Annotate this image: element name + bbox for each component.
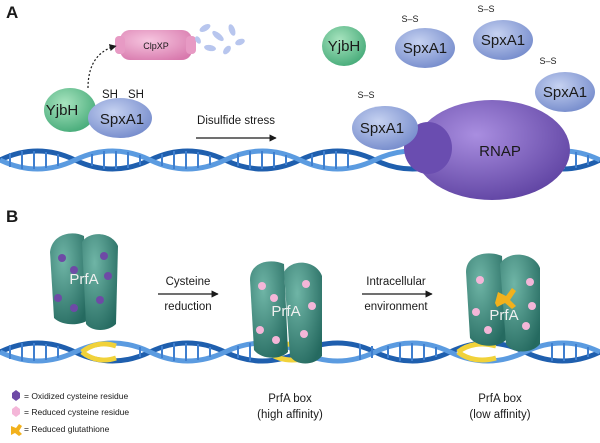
spxa1-free-label-2: SpxA1 [481, 32, 525, 49]
disulfide-label-3: S–S [539, 56, 556, 66]
yjbh-spxa1-complex: YjbH SpxA1 SH SH [44, 88, 152, 138]
oxidized-cysteines [54, 252, 112, 312]
free-yjbh: YjbH [322, 26, 366, 66]
degraded-peptide-fragments [195, 24, 245, 55]
spxa1-bound-label: SpxA1 [360, 120, 404, 137]
degradation-arrow [87, 44, 117, 89]
prfa-box-high-2: (high affinity) [257, 409, 323, 421]
legend-reduced: = Reduced cysteine residue [24, 407, 129, 417]
prfa-label-2: PrfA [271, 303, 300, 320]
disulfide-stress-label: Disulfide stress [197, 115, 275, 127]
glutathione-icon [11, 424, 22, 436]
prfa-dimer-oxidized: PrfA [50, 233, 118, 330]
spxa1-oxidized-1: S–S SpxA1 [395, 14, 455, 68]
spxa1-free-label-1: SpxA1 [403, 40, 447, 57]
spxa1-label: SpxA1 [100, 111, 144, 128]
prfa-dimer-reduced: PrfA [250, 261, 322, 364]
legend: = Oxidized cysteine residue = Reduced cy… [11, 390, 129, 436]
clpxp-protease: ClpXP [115, 30, 196, 60]
panel-a-label: A [6, 3, 18, 22]
rnap-label: RNAP [479, 143, 521, 160]
rnap-complex: RNAP [404, 100, 570, 200]
yjbh-label: YjbH [46, 102, 79, 119]
oxidized-cysteine-icon [12, 390, 20, 401]
clpxp-label: ClpXP [143, 41, 169, 51]
glutathione-molecule [495, 288, 516, 309]
disulfide-label-2: S–S [477, 4, 494, 14]
legend-glutathione: = Reduced glutathione [24, 424, 110, 434]
reduced-cysteines-2 [256, 280, 316, 344]
spxa1-oxidized-2: S–S SpxA1 [473, 4, 533, 60]
thiol-label-right: SH [128, 89, 144, 101]
prfa-box-low-2: (low affinity) [469, 409, 530, 421]
prfa-dimer-glutathione: PrfA [466, 253, 540, 352]
arrow1-label-1: Cysteine [166, 276, 211, 288]
spxa1-bound: S–S SpxA1 [352, 90, 418, 150]
disulfide-label-bound: S–S [357, 90, 374, 100]
arrow1-label-2: reduction [164, 301, 211, 313]
panel-b-label: B [6, 207, 18, 226]
spxa1-oxidized-3: S–S SpxA1 [535, 56, 595, 112]
prfa-label-3: PrfA [489, 307, 518, 324]
reduced-cysteines-3 [472, 276, 536, 334]
legend-oxidized: = Oxidized cysteine residue [24, 391, 128, 401]
spxa1-free-label-3: SpxA1 [543, 84, 587, 101]
disulfide-label-1: S–S [401, 14, 418, 24]
thiol-label-left: SH [102, 89, 118, 101]
prfa-label-1: PrfA [69, 271, 98, 288]
prfa-box-high-1: PrfA box [268, 393, 312, 405]
reduced-cysteine-icon [12, 406, 20, 417]
arrow2-label-1: Intracellular [366, 276, 426, 288]
free-yjbh-label: YjbH [328, 38, 361, 55]
prfa-box-low-1: PrfA box [478, 393, 522, 405]
arrow2-label-2: environment [364, 301, 428, 313]
